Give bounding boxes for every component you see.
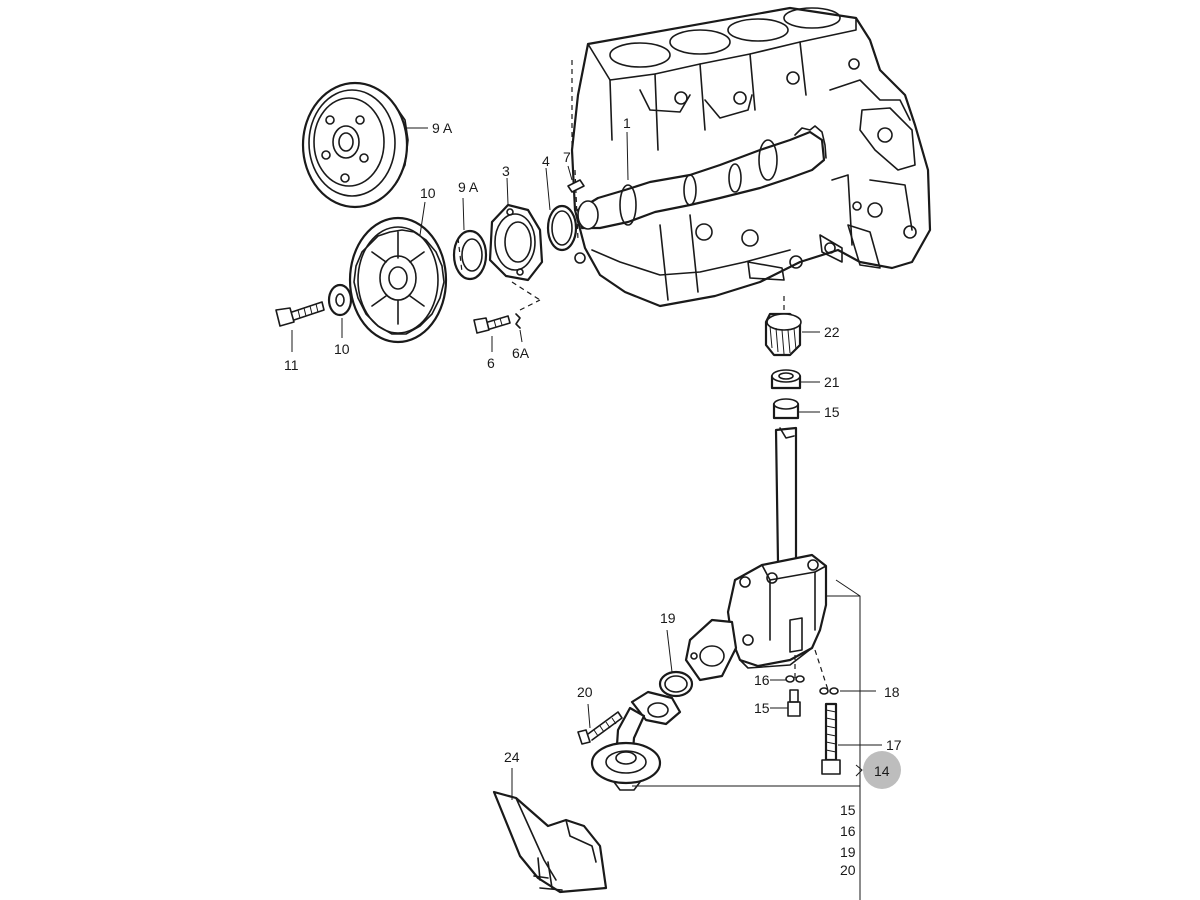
kit-item-16: 16: [840, 823, 856, 839]
woodruff-key: [567, 179, 585, 193]
callout-9[interactable]: 10: [420, 185, 436, 201]
bolt-11: [275, 301, 325, 327]
bushing: [770, 369, 802, 390]
callout-6[interactable]: 6: [487, 355, 495, 371]
bolt-20: [577, 711, 623, 745]
drive-gear: [764, 296, 802, 357]
pump-shaft: [774, 426, 798, 564]
washer-18: [819, 687, 839, 695]
callout-8[interactable]: 9 A: [458, 179, 479, 195]
callout-11[interactable]: 11: [284, 357, 299, 373]
pump-inlet-flange: [684, 618, 738, 682]
callout-22[interactable]: 22: [824, 324, 840, 340]
callout-16[interactable]: 16: [754, 672, 770, 688]
oil-baffle: [492, 790, 608, 894]
kit-item-19: 19: [840, 844, 856, 860]
bolt-6: [473, 299, 541, 334]
callout-24[interactable]: 24: [504, 749, 520, 765]
leader-lines: [291, 127, 882, 900]
callout-15[interactable]: 15: [754, 700, 770, 716]
callout-14[interactable]: 15: [824, 404, 840, 420]
washer: [327, 283, 353, 317]
callout-4[interactable]: 4: [542, 153, 550, 169]
sprocket: [348, 216, 448, 344]
flange: [488, 203, 544, 301]
bearing: [452, 229, 488, 281]
callout-3[interactable]: 3: [502, 163, 510, 179]
callout-labels: 9 A 10 9 A 3 4 7 1 11 10 6 6A 22 21 15 1…: [284, 115, 902, 878]
intermediate-shaft: [576, 125, 827, 230]
callout-13-highlight[interactable]: [863, 751, 901, 789]
bolt-17: [821, 702, 841, 775]
washer-16: [785, 675, 805, 683]
callout-21[interactable]: 21: [824, 374, 840, 390]
kit-item-20: 20: [840, 862, 856, 878]
callout-6a[interactable]: 6A: [512, 345, 530, 361]
kit-item-15: 15: [840, 802, 856, 818]
callout-19[interactable]: 19: [660, 610, 676, 626]
pulley: [301, 81, 409, 209]
oil-pump: [726, 553, 829, 691]
callout-20[interactable]: 20: [577, 684, 593, 700]
o-ring: [546, 204, 578, 252]
gasket-19: [658, 670, 694, 698]
bolt-15: [787, 689, 801, 717]
callout-13[interactable]: 14: [874, 763, 890, 779]
pickup-tube: [590, 690, 682, 791]
callout-17[interactable]: 17: [886, 737, 902, 753]
sleeve: [772, 398, 800, 420]
callout-18[interactable]: 18: [884, 684, 900, 700]
callout-9a[interactable]: 9 A: [432, 120, 453, 136]
callout-7[interactable]: 7: [563, 149, 571, 165]
callout-10[interactable]: 10: [334, 341, 350, 357]
callout-1[interactable]: 1: [623, 115, 631, 131]
